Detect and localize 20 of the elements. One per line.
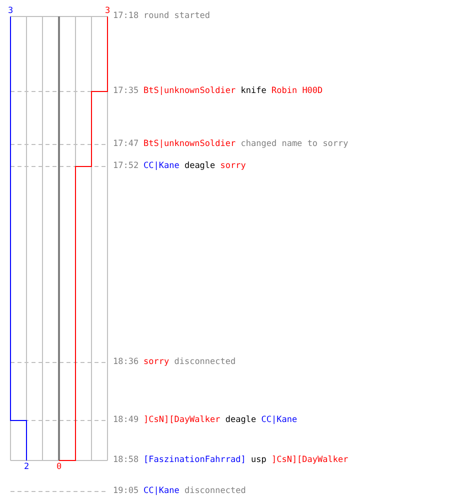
timestamp: 18:58 [113, 455, 139, 465]
log-entry: round started [144, 11, 210, 21]
value-label: 3 [8, 6, 14, 16]
timestamp: 17:18 [113, 11, 139, 21]
log-entry: [FaszinationFahrrad] usp ]CsN][DayWalker [144, 455, 348, 465]
value-label: 2 [24, 462, 30, 472]
timestamp: 18:49 [113, 415, 139, 425]
timestamp: 19:05 [113, 486, 139, 496]
value-label: 3 [104, 6, 110, 16]
log-entry: sorry disconnected [144, 357, 236, 367]
timestamp: 17:35 [113, 86, 139, 96]
log-entry: CC|Kane disconnected [144, 486, 246, 496]
value-label: 0 [56, 462, 62, 472]
timestamp: 17:47 [113, 139, 139, 149]
timestamp: 17:52 [113, 161, 139, 171]
log-entry: BtS|unknownSoldier changed name to sorry [144, 139, 348, 149]
log-entry: ]CsN][DayWalker deagle CC|Kane [144, 415, 298, 425]
log-entry: CC|Kane deagle sorry [144, 161, 246, 171]
timestamp: 18:36 [113, 357, 139, 367]
log-entry: BtS|unknownSoldier knife Robin H00D [144, 86, 323, 96]
